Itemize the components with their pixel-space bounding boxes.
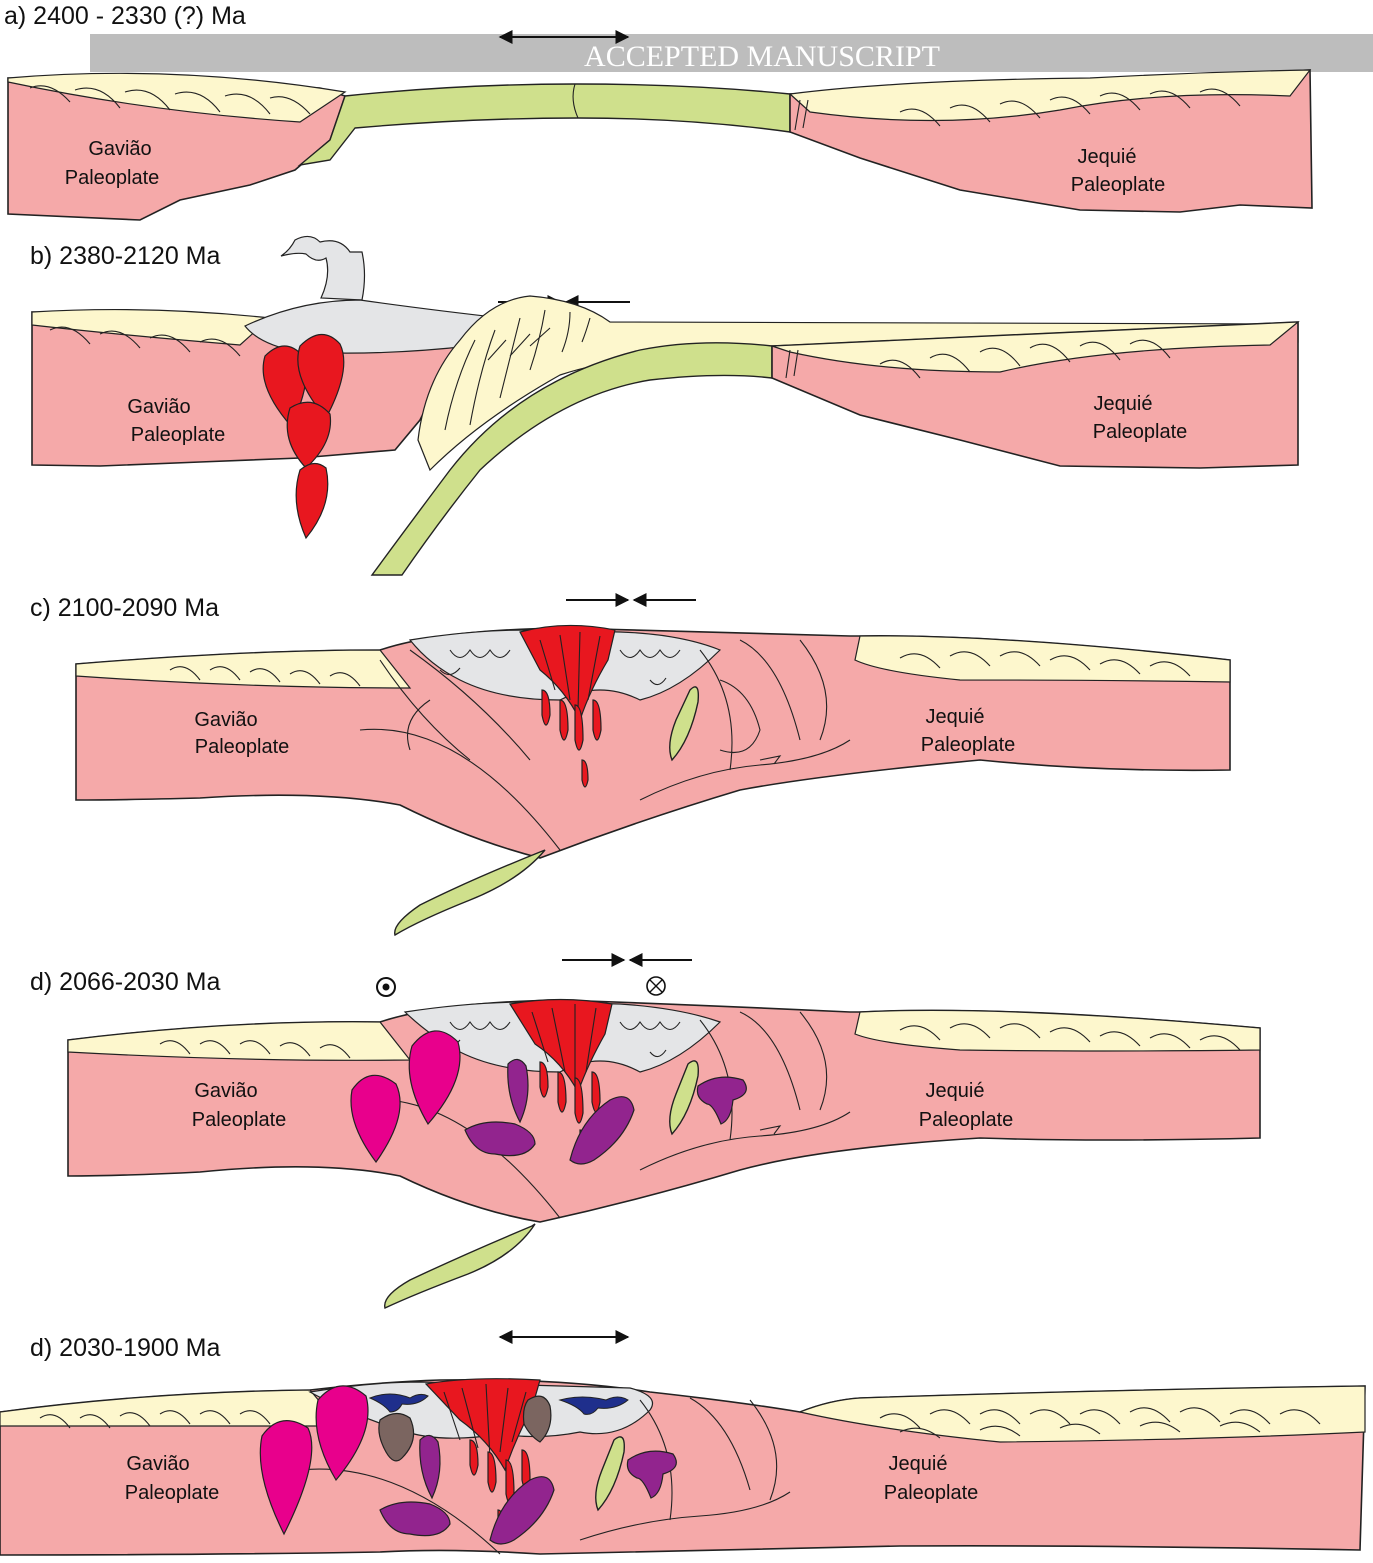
detached-slab-c xyxy=(395,850,545,935)
panel-b: b) 2380-2120 Ma Gavião Paleoplate Jequié… xyxy=(30,236,1298,575)
jequie-label-e1: Jequié xyxy=(889,1453,948,1475)
panel-a: a) 2400 - 2330 (?) Ma ACCEPTED MANUSCRIP… xyxy=(4,2,1373,220)
right-sediments-d xyxy=(855,1010,1260,1051)
jequie-label-a2: Paleoplate xyxy=(1071,174,1166,196)
detached-slab-d xyxy=(385,1224,535,1308)
panel-c: c) 2100-2090 Ma Gavião Paleoplate Jequié… xyxy=(30,594,1230,935)
gaviao-label-a2: Paleoplate xyxy=(65,167,160,189)
jequie-label-e2: Paleoplate xyxy=(884,1482,979,1504)
watermark-text: ACCEPTED MANUSCRIPT xyxy=(584,40,940,73)
jequie-label-c2: Paleoplate xyxy=(921,734,1016,756)
gaviao-label-d1: Gavião xyxy=(194,1080,257,1102)
jequie-label-b1: Jequié xyxy=(1094,393,1153,415)
oceanic-crust-a xyxy=(300,84,790,165)
panel-a-title: a) 2400 - 2330 (?) Ma xyxy=(4,2,246,30)
panel-d-title: d) 2066-2030 Ma xyxy=(30,968,221,996)
red-pluton-b4 xyxy=(296,463,328,538)
gaviao-label-e1: Gavião xyxy=(126,1453,189,1475)
jequie-label-a1: Jequié xyxy=(1078,146,1137,168)
panel-e: d) 2030-1900 Ma Gavião Paleoplate Jequié… xyxy=(0,1334,1365,1555)
panel-d: d) 2066-2030 Ma Gavião Paleoplate Jequié… xyxy=(30,960,1260,1308)
gaviao-label-b1: Gavião xyxy=(127,396,190,418)
panel-b-title: b) 2380-2120 Ma xyxy=(30,242,221,270)
panel-c-title: c) 2100-2090 Ma xyxy=(30,594,219,622)
gaviao-label-a1: Gavião xyxy=(88,138,151,160)
gaviao-label-e2: Paleoplate xyxy=(125,1482,220,1504)
panel-e-title: d) 2030-1900 Ma xyxy=(30,1334,221,1362)
jequie-label-d1: Jequié xyxy=(926,1080,985,1102)
jequie-label-b2: Paleoplate xyxy=(1093,421,1188,443)
jequie-label-c1: Jequié xyxy=(926,706,985,728)
gaviao-label-b2: Paleoplate xyxy=(131,424,226,446)
gaviao-label-c1: Gavião xyxy=(194,709,257,731)
gaviao-label-d2: Paleoplate xyxy=(192,1109,287,1131)
jequie-label-d2: Paleoplate xyxy=(919,1109,1014,1131)
left-sediments-d xyxy=(68,1022,410,1061)
gaviao-label-c2: Paleoplate xyxy=(195,736,290,758)
volcanic-plume-b xyxy=(281,236,365,300)
